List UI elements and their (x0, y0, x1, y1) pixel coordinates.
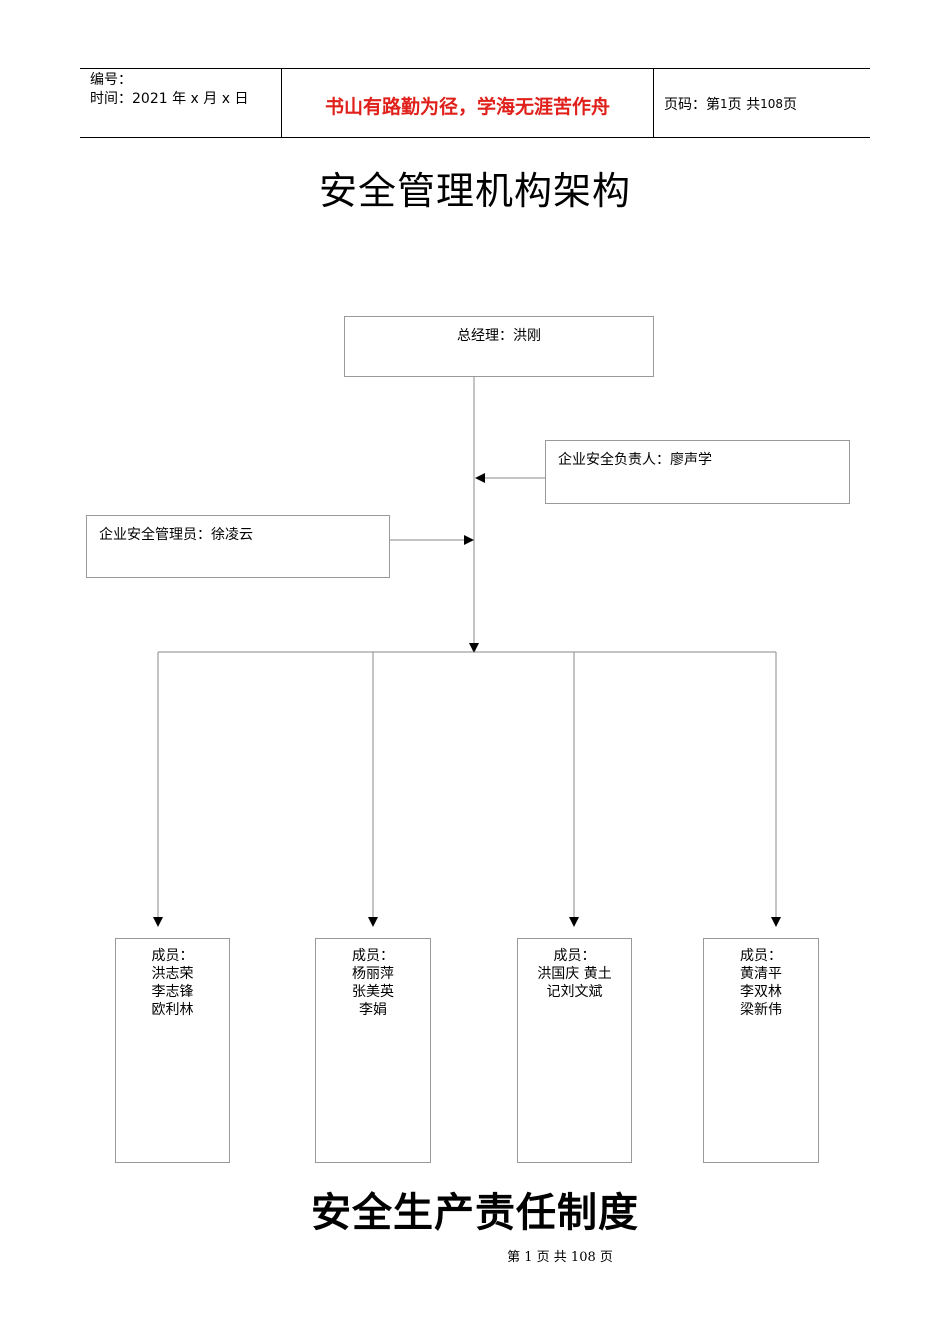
page-total: 108 (760, 97, 783, 111)
gm-box: 总经理：洪刚 (344, 316, 654, 377)
document-header: 编号： 时间：2021 年 x 月 x 日 书山有路勤为径，学海无涯苦作舟 页码… (80, 68, 870, 138)
member-group-2: 成员： 杨丽萍 张美英 李娟 (315, 938, 431, 1163)
section-title: 安全生产责任制度 (311, 1189, 639, 1236)
header-page-info: 页码：第 1 页 共 108 页 (654, 69, 870, 137)
safety-head-box: 企业安全负责人：廖声学 (545, 440, 850, 504)
safety-admin-box: 企业安全管理员：徐凌云 (86, 515, 390, 578)
member-label: 成员： (352, 948, 394, 964)
member-names: 洪国庆 黄土记刘文斌 (537, 966, 612, 1000)
page-footer: 第 1 页 共 108 页 (507, 1250, 613, 1265)
page-mid: 页 共 (727, 97, 761, 113)
member-label: 成员： (151, 948, 194, 964)
page-title: 安全管理机构架构 (318, 169, 631, 213)
member-group-1: 成员： 洪志荣 李志锋 欧利林 (115, 938, 230, 1163)
header-meta: 编号： 时间：2021 年 x 月 x 日 (80, 69, 281, 137)
member-group-3: 成员： 洪国庆 黄土记刘文斌 (517, 938, 632, 1163)
number-label: 编号： (90, 72, 132, 88)
page-number: 1 (720, 97, 728, 111)
header-motto: 书山有路勤为径，学海无涯苦作舟 (281, 69, 654, 137)
time-label: 时间：2021 年 x 月 x 日 (90, 91, 249, 107)
page-suffix: 页 (783, 97, 797, 113)
member-names: 黄清平 李双林 梁新伟 (740, 966, 782, 1018)
member-group-4: 成员： 黄清平 李双林 梁新伟 (703, 938, 819, 1163)
member-names: 杨丽萍 张美英 李娟 (352, 966, 394, 1018)
safety-admin-label: 企业安全管理员：徐凌云 (99, 527, 253, 543)
safety-head-label: 企业安全负责人：廖声学 (558, 452, 712, 468)
member-label: 成员： (553, 948, 596, 964)
member-names: 洪志荣 李志锋 欧利林 (151, 966, 194, 1018)
gm-label: 总经理：洪刚 (457, 328, 541, 344)
member-label: 成员： (740, 948, 782, 964)
page-prefix: 页码：第 (664, 97, 720, 113)
